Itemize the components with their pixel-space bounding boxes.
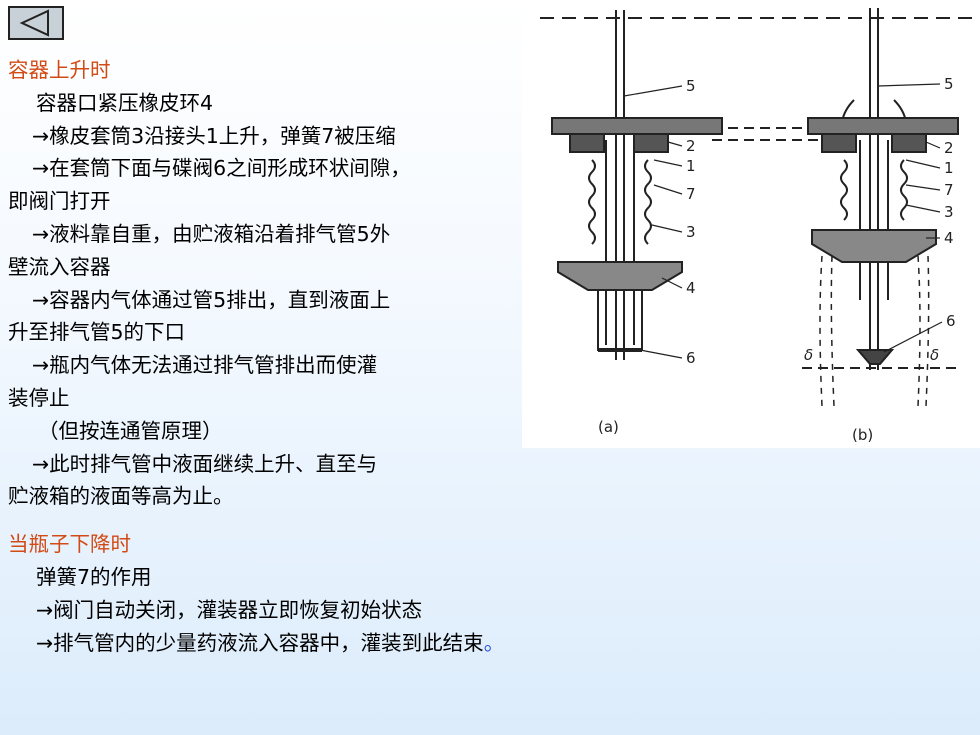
text-line-content: →排气管内的少量药液流入容器中，灌装到此结束: [36, 630, 484, 655]
text-line: 即阀门打开: [8, 189, 111, 214]
delta-label-left: δ: [804, 346, 813, 364]
end-mark: 。: [483, 630, 505, 655]
label-a-6: 6: [686, 349, 696, 367]
text-line: 装停止: [8, 385, 70, 410]
text-line: →此时排气管中液面继续上升、直至与: [32, 451, 378, 476]
label-b-4: 4: [944, 229, 954, 247]
description-text: 容器上升时 容器口紧压橡皮环4 →橡皮套筒3沿接头1上升，弹簧7被压缩 →在套筒…: [8, 54, 523, 659]
text-line: 升至排气管5的下口: [8, 320, 186, 345]
label-b-5: 5: [944, 75, 954, 93]
filling-valve-figure: 5 2 1 7 3 4 6 (a): [522, 0, 980, 448]
text-line: →液料靠自重，由贮液箱沿着排气管5外: [32, 221, 391, 246]
text-line: （但按连通管原理）: [38, 418, 223, 443]
text-line: 贮液箱的液面等高为止。: [8, 484, 234, 509]
diagram-b: [807, 8, 959, 407]
label-b-1: 1: [944, 159, 954, 177]
label-a-3: 3: [686, 223, 696, 241]
text-line: →橡皮套筒3沿接头1上升，弹簧7被压缩: [32, 123, 396, 148]
caption-b: (b): [852, 426, 873, 444]
text-line: →瓶内气体无法通过排气管排出而使灌: [32, 353, 378, 378]
label-a-4: 4: [686, 279, 696, 297]
label-a-7: 7: [686, 185, 696, 203]
back-button[interactable]: [8, 6, 64, 40]
label-a-5: 5: [686, 77, 696, 95]
text-line: →容器内气体通过管5排出，直到液面上: [32, 287, 391, 312]
text-line: 弹簧7的作用: [36, 564, 152, 589]
delta-label-right: δ: [930, 346, 939, 364]
caption-a: (a): [598, 418, 619, 436]
text-line: 壁流入容器: [8, 254, 111, 279]
text-line: →阀门自动关闭，灌装器立即恢复初始状态: [36, 597, 423, 622]
text-line: →排气管内的少量药液流入容器中，灌装到此结束。: [8, 627, 523, 660]
label-b-7: 7: [944, 181, 954, 199]
section-heading-descend: 当瓶子下降时: [8, 532, 131, 557]
label-b-2: 2: [944, 139, 954, 157]
diagram-a: [551, 10, 723, 360]
label-b-3: 3: [944, 203, 954, 221]
text-line: 容器口紧压橡皮环4: [36, 90, 214, 115]
text-line: →在套筒下面与碟阀6之间形成环状间隙，: [32, 156, 411, 181]
label-b-6: 6: [946, 312, 956, 330]
label-a-1: 1: [686, 157, 696, 175]
label-a-2: 2: [686, 137, 696, 155]
left-triangle-icon: [19, 9, 49, 37]
section-heading-rise: 容器上升时: [8, 58, 111, 82]
